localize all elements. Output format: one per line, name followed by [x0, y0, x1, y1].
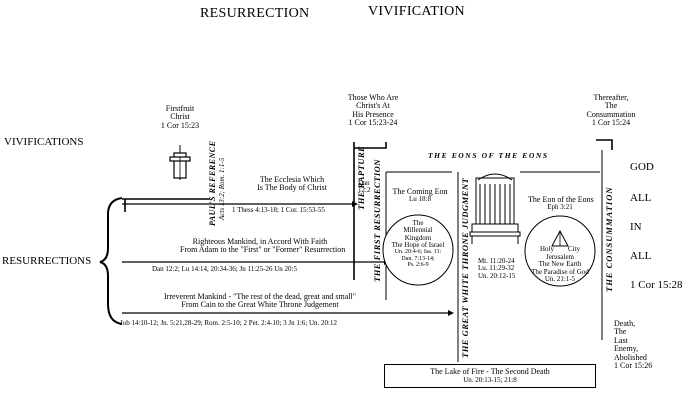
first-resurrection-label: THE FIRST RESURRECTION	[372, 159, 382, 282]
presence-bracket	[353, 142, 387, 280]
righteous-label: Righteous Mankind, in Accord With Faith …	[180, 237, 346, 255]
throne-refs: Mt. 11:20-24 Lu. 11:29-32 Un. 20:12-15	[478, 257, 516, 280]
consummation-bracket	[596, 139, 613, 150]
eon-of-eons-label: The Eon of the Eons Eph 3:21	[528, 195, 594, 212]
vivification-heading: VIVIFICATION	[368, 4, 465, 19]
great-white-throne-label: THE GREAT WHITE THRONE JUDGMENT	[460, 177, 470, 358]
rapture-label: THE RAPTURE	[356, 145, 366, 210]
irreverent-refs: Job 14:10-12; Jn. 5:21,28-29; Rom. 2:5-1…	[120, 319, 338, 327]
throne-icon	[469, 173, 521, 244]
pauls-refs-label: Acts 13:2; Rom. 1:1-5	[218, 157, 226, 220]
pauls-reference-label: PAUL'S REFERENCE	[208, 140, 217, 226]
presence-label: Those Who Are Christ's At His Presence 1…	[347, 93, 399, 128]
god-label: GOD	[630, 161, 654, 173]
holy-label: Holy	[540, 245, 554, 253]
city-label: City	[568, 245, 581, 253]
resurrections-brace	[99, 197, 123, 325]
scripture-ref-label: 1 Cor 15:28	[630, 279, 683, 291]
consummation-vertical-label: THE CONSUMMATION	[604, 186, 614, 292]
all-label-2: ALL	[630, 250, 652, 262]
irreverent-label: Irreverent Mankind - "The rest of the de…	[163, 292, 356, 310]
firstfruit-label: Firstfruit Christ 1 Cor 15:23	[160, 104, 200, 130]
righteous-refs: Dan 12:2; Lu 14:14, 20:34-36; Jn 11:25-2…	[152, 265, 297, 273]
resurrections-label: RESURRECTIONS	[2, 255, 92, 267]
death-label: Death, The Last Enemy, Abolished 1 Cor 1…	[614, 319, 653, 370]
dan-label: Dan 12:2	[358, 179, 371, 195]
resurrection-heading: RESURRECTION	[200, 6, 310, 21]
eons-label: THE EONS OF THE EONS	[428, 151, 549, 160]
ecclesia-label: The Ecclesia Which Is The Body of Christ	[257, 175, 327, 193]
coming-eon-label: The Coming Eon Lu 18:8	[392, 187, 448, 204]
ecclesia-bracket	[122, 198, 210, 212]
in-label: IN	[630, 221, 642, 233]
new-jerusalem-circle	[524, 215, 596, 287]
all-label-1: ALL	[630, 192, 652, 204]
millennial-kingdom-circle	[382, 214, 454, 286]
ecclesia-refs: 1 Thess 4:13-18; 1 Cor. 15:53-55	[232, 206, 325, 214]
cross-icon	[169, 145, 191, 180]
jerusalem-text: Jerusalem The New Earth The Paradise of …	[531, 253, 589, 284]
lake-of-fire-box: The Lake of Fire - The Second Death Un. …	[384, 364, 596, 388]
consummation-label: Thereafter, The Consummation 1 Cor 15:24	[586, 93, 636, 128]
millennial-kingdom-text: The Millennial Kingdom The Hope of Israe…	[391, 219, 445, 268]
vivifications-label: VIVIFICATIONS	[4, 136, 84, 148]
